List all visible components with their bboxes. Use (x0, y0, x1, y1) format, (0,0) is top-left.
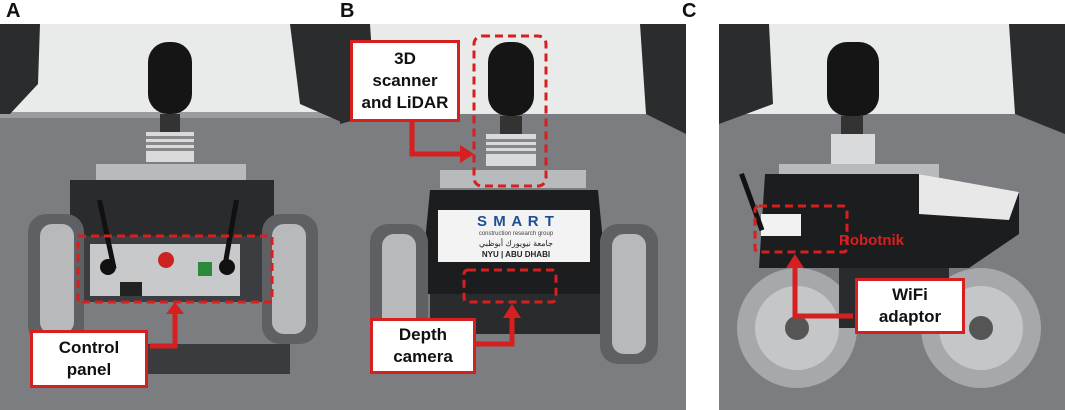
robot-logo-nyu: NYU | ABU DHABI (481, 250, 551, 259)
robot-brand-robotnik: Robotnik (839, 232, 904, 249)
robot-logo-arabic: جامعة نيويورك أبوظبي (479, 239, 553, 248)
robot-logo-sub: construction research group (478, 231, 554, 237)
panel-label-b: B (340, 0, 355, 22)
photo-robot-front-logo (340, 24, 686, 410)
panel-label-c: C (682, 0, 697, 22)
photo-robot-side (719, 24, 1065, 410)
photo-robot-front (0, 24, 346, 410)
robot-logo-smart: S M A R T (477, 213, 555, 230)
panel-label-a: A (6, 0, 21, 22)
